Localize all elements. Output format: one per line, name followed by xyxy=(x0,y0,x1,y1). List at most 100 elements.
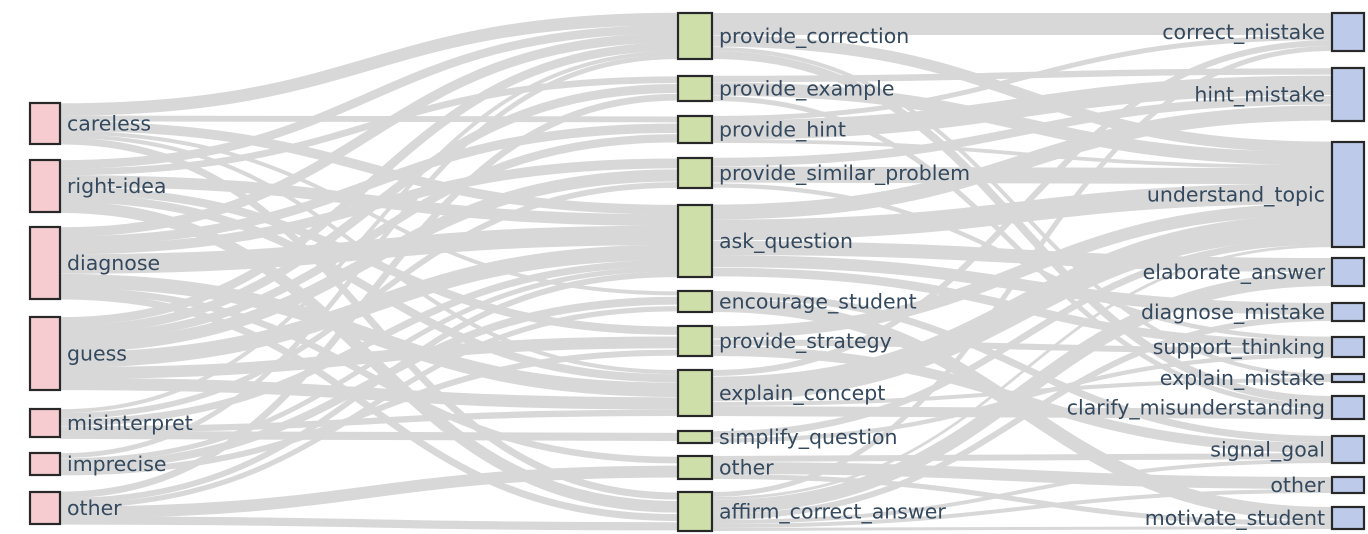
sankey-node-label-other_move: other xyxy=(719,456,774,480)
sankey-link xyxy=(59,24,679,169)
sankey-link xyxy=(59,121,679,215)
sankey-node-encourage_student[interactable] xyxy=(676,289,714,314)
sankey-node-elaborate_answer[interactable] xyxy=(1330,256,1366,288)
sankey-node-diagnose[interactable] xyxy=(28,225,62,301)
sankey-link xyxy=(59,516,679,531)
sankey-node-label-clarify_misunderstanding: clarify_misunderstanding xyxy=(1067,396,1325,421)
sankey-link xyxy=(59,287,679,464)
sankey-link xyxy=(59,50,679,414)
sankey-node-understand_topic[interactable] xyxy=(1330,140,1366,249)
sankey-node-provide_strategy[interactable] xyxy=(676,324,714,358)
sankey-node-misinterpret[interactable] xyxy=(28,407,62,439)
sankey-node-label-affirm_correct_answer: affirm_correct_answer xyxy=(719,500,946,525)
sankey-link xyxy=(59,349,679,476)
sankey-link xyxy=(711,40,1333,376)
sankey-link xyxy=(711,244,1333,500)
sankey-node-provide_example[interactable] xyxy=(676,74,714,103)
sankey-node-label-explain_mistake: explain_mistake xyxy=(1160,366,1325,391)
sankey-link xyxy=(711,105,1333,220)
sankey-link xyxy=(59,409,679,433)
sankey-link xyxy=(711,75,1333,140)
sankey-node-label-guess: guess xyxy=(67,342,127,366)
sankey-node-label-provide_example: provide_example xyxy=(719,77,894,102)
sankey-link xyxy=(711,526,1333,531)
sankey-link xyxy=(711,489,1333,528)
sankey-node-diagnose_mistake[interactable] xyxy=(1330,301,1366,323)
sankey-node-label-right-idea: right-idea xyxy=(67,174,166,198)
sankey-nodes-layer xyxy=(28,11,1366,533)
sankey-link xyxy=(711,237,1333,438)
sankey-node-label-hint_mistake: hint_mistake xyxy=(1194,83,1325,108)
sankey-node-hint_mistake[interactable] xyxy=(1330,66,1366,123)
sankey-node-label-imprecise: imprecise xyxy=(67,452,167,476)
sankey-node-provide_hint[interactable] xyxy=(676,114,714,145)
sankey-link xyxy=(711,35,1333,121)
sankey-link xyxy=(59,42,679,326)
sankey-node-provide_similar_problem[interactable] xyxy=(676,156,714,190)
sankey-link xyxy=(59,296,679,471)
sankey-link xyxy=(711,406,1333,419)
sankey-node-label-support_thinking: support_thinking xyxy=(1153,335,1325,360)
sankey-node-label-diagnose: diagnose xyxy=(67,251,160,275)
sankey-links-layer xyxy=(59,12,1333,531)
sankey-link xyxy=(59,76,679,176)
sankey-node-correct_mistake[interactable] xyxy=(1330,11,1366,53)
sankey-link xyxy=(711,35,1333,154)
sankey-link xyxy=(711,453,1333,462)
sankey-node-label-encourage_student: encourage_student xyxy=(719,290,917,315)
sankey-node-careless[interactable] xyxy=(28,101,62,146)
sankey-node-label-diagnose_mistake: diagnose_mistake xyxy=(1141,300,1325,325)
sankey-node-label-other_err: other xyxy=(67,496,122,520)
sankey-node-label-simplify_question: simplify_question xyxy=(719,425,898,450)
sankey-node-explain_concept[interactable] xyxy=(676,368,714,418)
sankey-node-other_move[interactable] xyxy=(676,454,714,481)
sankey-link xyxy=(711,474,1333,526)
sankey-link xyxy=(59,33,679,237)
sankey-node-other_goal[interactable] xyxy=(1330,475,1366,495)
sankey-node-label-explain_concept: explain_concept xyxy=(719,381,885,406)
sankey-node-label-ask_question: ask_question xyxy=(719,229,853,254)
sankey-link xyxy=(59,430,679,442)
sankey-labels-layer: carelessright-ideadiagnoseguessmisinterp… xyxy=(67,20,1326,531)
sankey-link xyxy=(59,54,679,459)
sankey-node-label-signal_goal: signal_goal xyxy=(1210,438,1325,463)
sankey-link xyxy=(59,465,679,519)
sankey-node-ask_question[interactable] xyxy=(676,203,714,279)
sankey-link xyxy=(59,336,679,379)
sankey-link xyxy=(711,255,1333,315)
sankey-node-other_err[interactable] xyxy=(28,490,62,526)
sankey-link xyxy=(711,241,1333,272)
sankey-link xyxy=(711,139,1333,169)
sankey-link xyxy=(711,166,1333,185)
sankey-node-provide_correction[interactable] xyxy=(676,11,714,61)
sankey-link xyxy=(59,193,679,383)
sankey-node-right-idea[interactable] xyxy=(28,158,62,214)
sankey-link xyxy=(59,377,679,410)
sankey-node-explain_mistake[interactable] xyxy=(1330,372,1366,384)
sankey-link xyxy=(59,306,679,509)
sankey-link xyxy=(59,84,679,335)
sankey-node-motivate_student[interactable] xyxy=(1330,505,1366,531)
sankey-node-clarify_misunderstanding[interactable] xyxy=(1330,394,1366,421)
sankey-node-guess[interactable] xyxy=(28,315,62,392)
sankey-link xyxy=(711,95,1333,167)
sankey-node-affirm_correct_answer[interactable] xyxy=(676,490,714,533)
sankey-node-label-provide_correction: provide_correction xyxy=(719,24,909,49)
sankey-node-label-understand_topic: understand_topic xyxy=(1147,183,1325,208)
sankey-node-label-misinterpret: misinterpret xyxy=(67,411,193,435)
sankey-link xyxy=(711,214,1333,402)
sankey-link xyxy=(59,93,679,499)
sankey-node-label-provide_hint: provide_hint xyxy=(719,118,846,143)
sankey-link xyxy=(59,169,679,353)
sankey-link xyxy=(59,12,679,116)
sankey-node-support_thinking[interactable] xyxy=(1330,335,1366,359)
sankey-node-imprecise[interactable] xyxy=(28,451,62,477)
sankey-node-simplify_question[interactable] xyxy=(676,429,714,445)
sankey-node-signal_goal[interactable] xyxy=(1330,434,1366,465)
sankey-link xyxy=(59,266,679,464)
sankey-link xyxy=(711,459,1333,524)
sankey-link xyxy=(59,273,679,398)
sankey-node-label-correct_mistake: correct_mistake xyxy=(1162,20,1325,45)
sankey-link xyxy=(711,272,1333,514)
